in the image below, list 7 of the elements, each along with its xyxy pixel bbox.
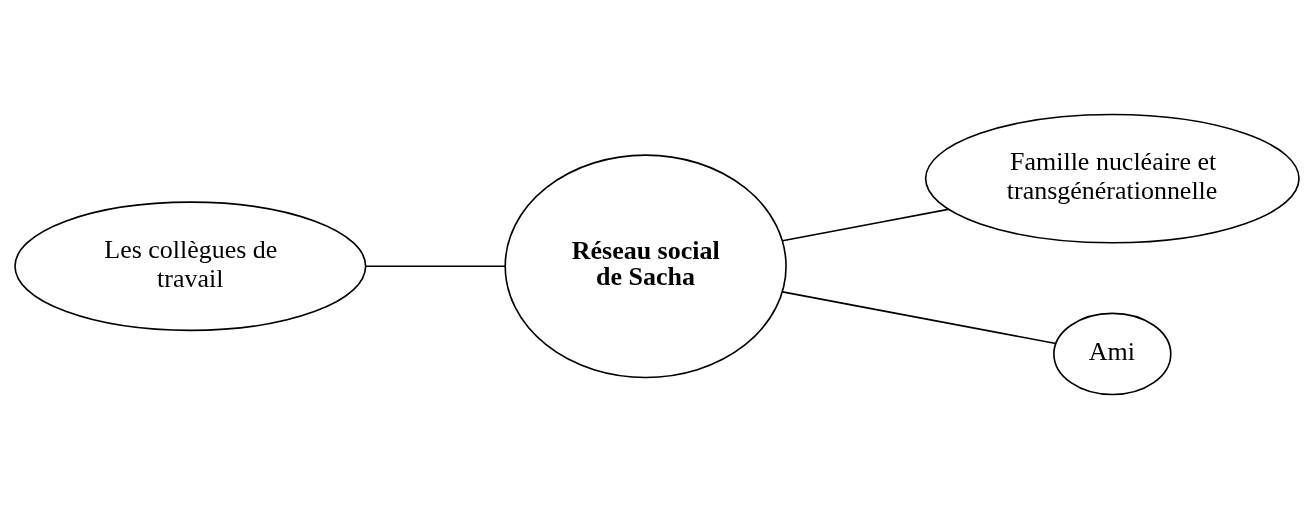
connector (365, 265, 506, 268)
node-ellipse: Ami (1053, 312, 1172, 396)
node-ellipse: Les collègues de travail (14, 201, 367, 332)
connector (781, 291, 1057, 345)
node-ellipse: Réseau social de Sacha (504, 154, 787, 379)
node-ellipse: Famille nucléaire et transgénérationnelle (924, 113, 1300, 244)
connector (781, 208, 949, 242)
